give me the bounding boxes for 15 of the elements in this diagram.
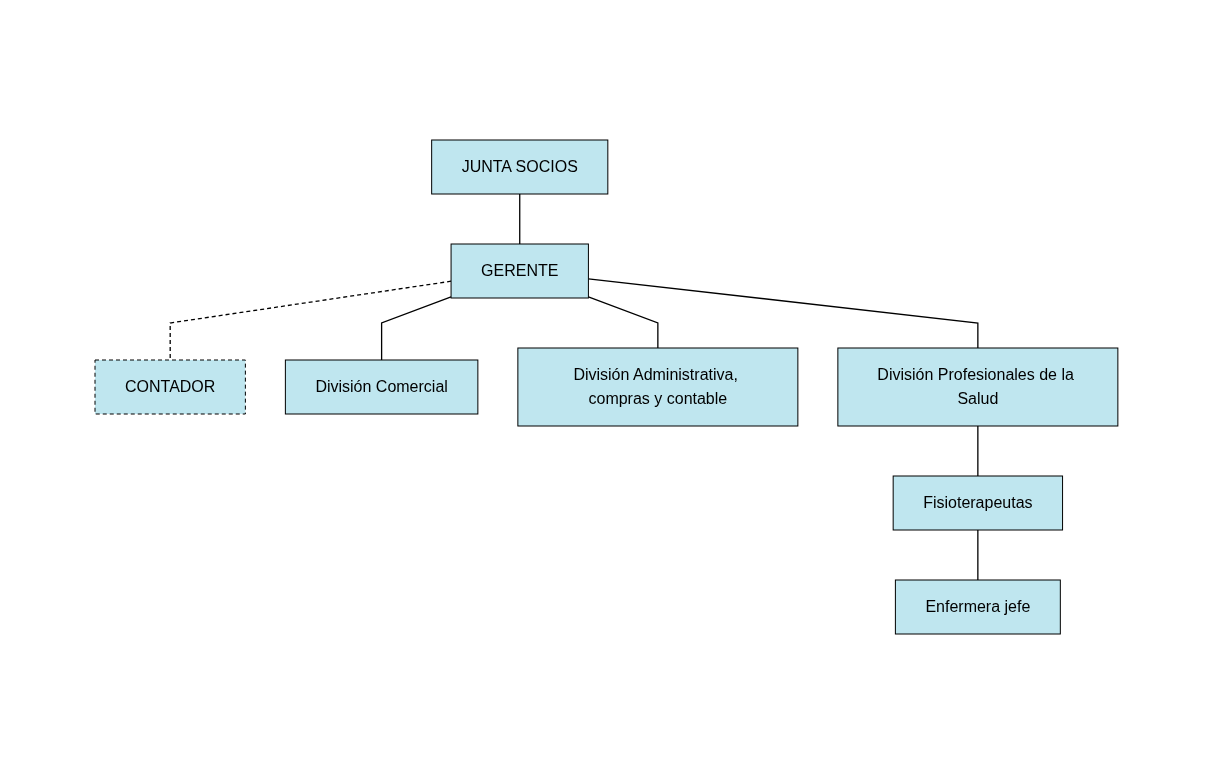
connector bbox=[169, 280, 452, 361]
connector bbox=[587, 278, 979, 349]
node-box: JUNTA SOCIOS bbox=[431, 139, 609, 195]
node-box: División Comercial bbox=[284, 359, 479, 415]
connector bbox=[587, 296, 659, 349]
connector bbox=[519, 193, 521, 245]
node-box: CONTADOR bbox=[94, 359, 246, 415]
node-box: GERENTE bbox=[450, 243, 589, 299]
node-box: Enfermera jefe bbox=[894, 579, 1061, 635]
connector bbox=[381, 296, 452, 361]
connector bbox=[977, 529, 979, 581]
node-box: Fisioterapeutas bbox=[892, 475, 1064, 531]
connector bbox=[977, 425, 979, 477]
node-box: División Administrativa, compras y contable bbox=[517, 347, 799, 427]
node-box: División Profesionales de la Salud bbox=[837, 347, 1119, 427]
